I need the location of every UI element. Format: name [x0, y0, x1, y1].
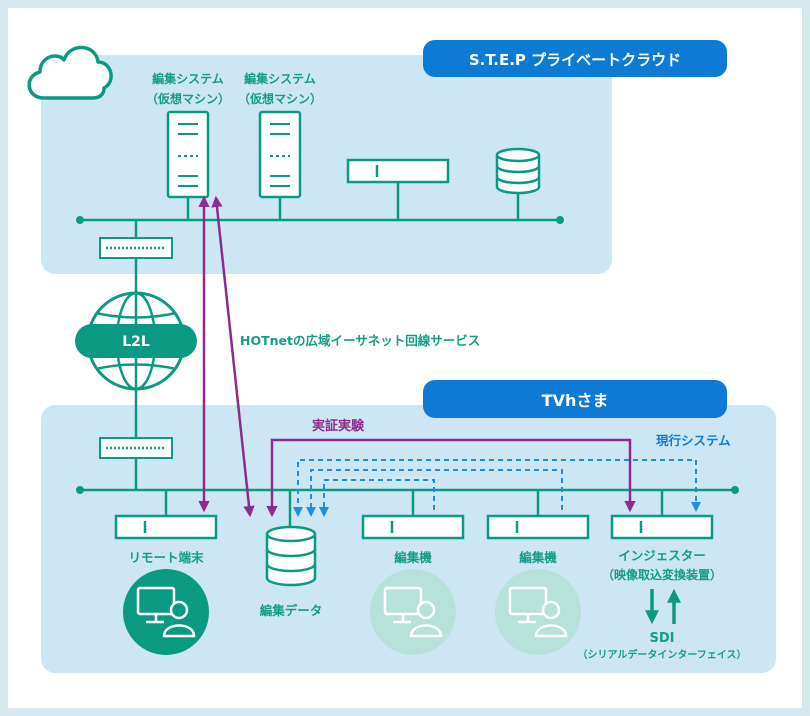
vm2-label-line1: 編集システム — [244, 71, 316, 86]
remote-terminal-label: リモート端末 — [128, 550, 204, 565]
cloud-database-icon — [495, 147, 541, 195]
editor1-user-icon — [370, 569, 456, 655]
ingester-label-line1: インジェスター — [618, 548, 706, 563]
vm1-label-line1: 編集システム — [152, 71, 224, 86]
vm1-server-icon — [166, 110, 210, 199]
current-system-label: 現行システム — [656, 433, 731, 448]
cloud-icon — [27, 45, 113, 100]
cloud-header: S.T.E.P プライベートクラウド — [469, 51, 681, 69]
tvh-switch-icon — [99, 437, 173, 459]
sdi-arrows — [645, 588, 681, 625]
edit-data-database-icon — [265, 525, 317, 587]
l2l-pill — [75, 324, 197, 358]
current-system-flows — [293, 459, 701, 517]
sdi-label: SDI — [650, 631, 675, 646]
cloud-bus — [76, 182, 564, 224]
sdi-sub-label: （シリアルデータインターフェイス） — [578, 648, 747, 661]
cloud-storage-unit-icon — [346, 158, 450, 184]
vm2-label-line2: （仮想マシン） — [238, 91, 322, 106]
tvh-header-pill — [423, 380, 727, 418]
cloud-switch-icon — [99, 237, 173, 259]
verification-label: 実証実験 — [312, 418, 365, 434]
cloud-header-pill — [423, 40, 727, 77]
editor1-label: 編集機 — [394, 550, 432, 565]
remote-user-icon — [123, 569, 209, 655]
editor1-device-icon — [361, 514, 465, 540]
editor2-device-icon — [486, 514, 590, 540]
vm1-label-line2: （仮想マシン） — [146, 91, 230, 106]
vm2-server-icon — [258, 110, 302, 199]
remote-terminal-device-icon — [114, 514, 218, 540]
network-service-label: HOTnetの広域イーサネット回線サービス — [240, 333, 480, 348]
tvh-header: TVhさま — [542, 391, 609, 410]
ingester-label-line2: （映像取込変換装置） — [602, 567, 722, 582]
edit-data-label: 編集データ — [260, 603, 323, 618]
l2l-label: L2L — [122, 334, 150, 350]
verification-flows — [198, 195, 636, 518]
ingester-device-icon — [610, 514, 714, 540]
editor2-label: 編集機 — [519, 550, 557, 565]
editor2-user-icon — [495, 569, 581, 655]
